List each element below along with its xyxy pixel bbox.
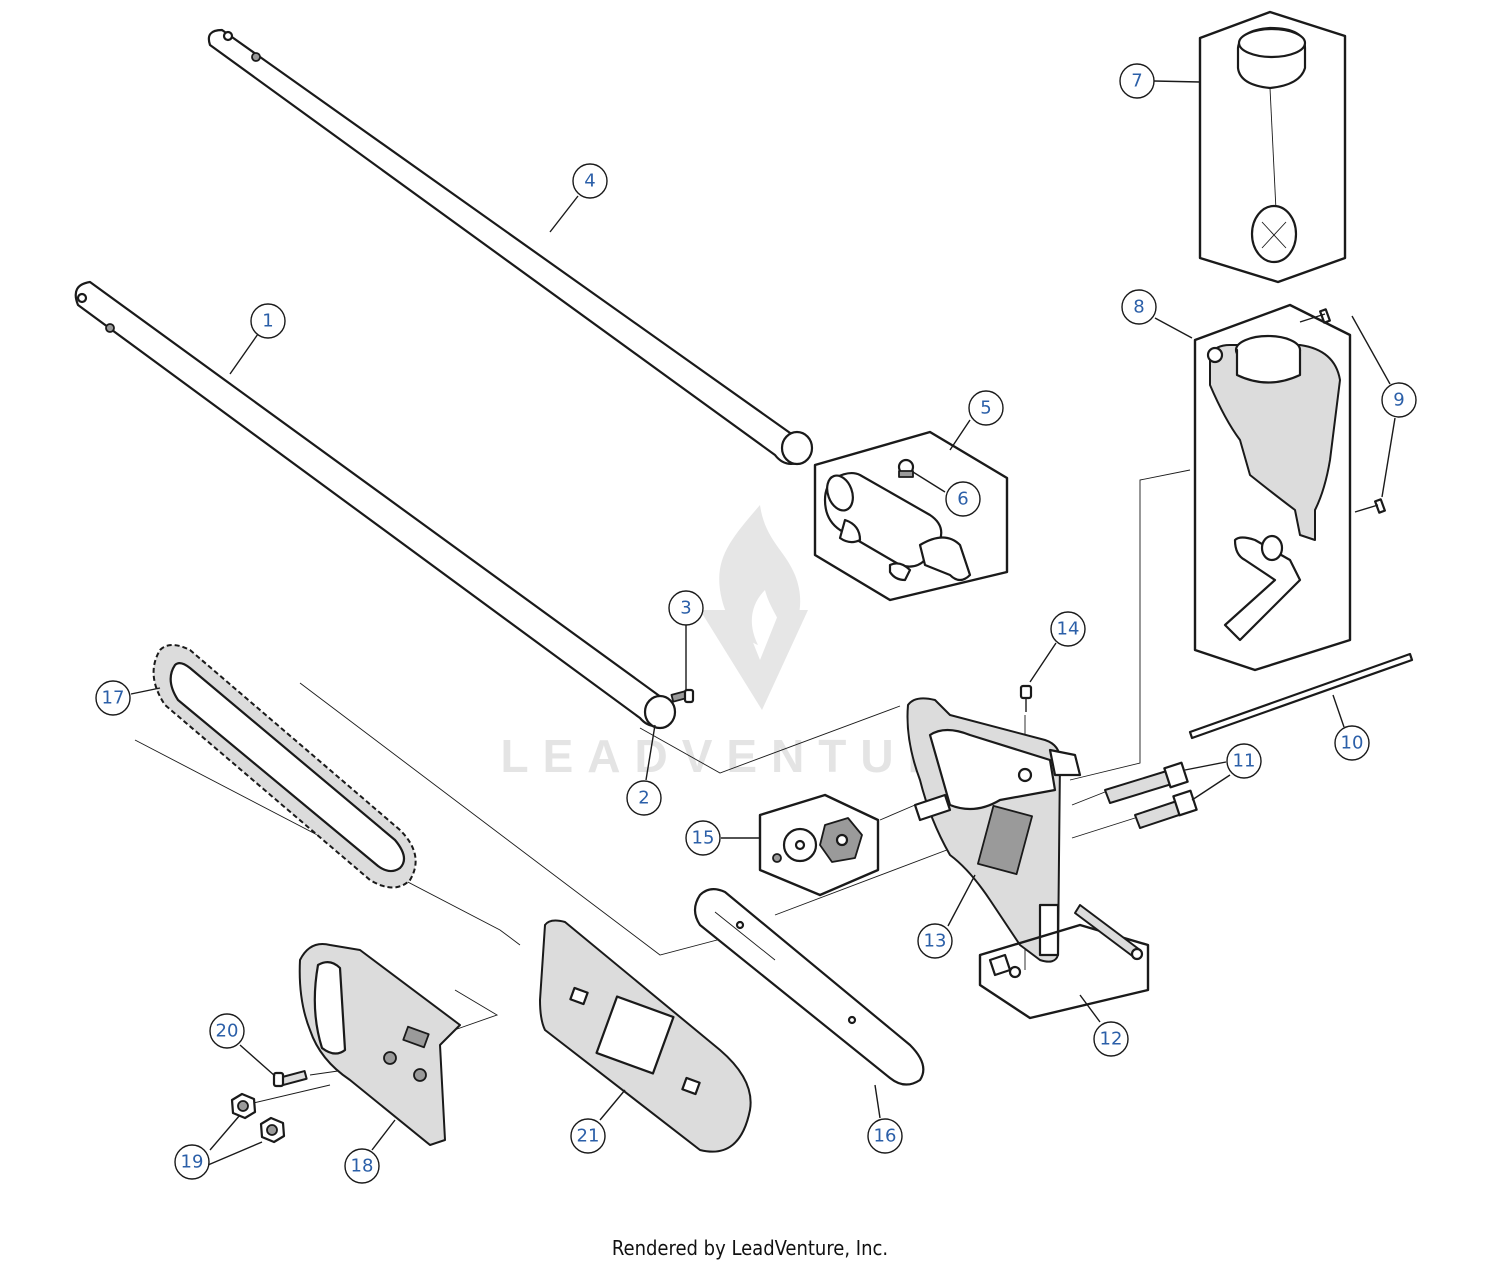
callout-number: 7 (1131, 71, 1142, 92)
callout-20: 20 (209, 1013, 245, 1049)
callout-8: 8 (1121, 289, 1157, 325)
nuts-part-19 (230, 1092, 286, 1144)
callout-number: 14 (1057, 619, 1080, 640)
callout-number: 19 (181, 1152, 204, 1173)
callout-16: 16 (867, 1118, 903, 1154)
callout-circle (867, 1118, 903, 1154)
upper-shaft-tube (207, 28, 814, 466)
callout-circle (945, 481, 981, 517)
callout-circle (174, 1144, 210, 1180)
callout-15: 15 (685, 820, 721, 856)
bolts-part-11 (1104, 761, 1198, 829)
screw-part-14 (1019, 684, 1033, 712)
callout-number: 13 (924, 931, 947, 952)
screws-part-9 (1299, 308, 1386, 514)
callout-number: 8 (1133, 297, 1144, 318)
callout-number: 12 (1100, 1029, 1123, 1050)
callout-circle (1119, 63, 1155, 99)
callout-14: 14 (1050, 611, 1086, 647)
guide-bar-part-16 (693, 888, 925, 1086)
callout-10: 10 (1334, 725, 1370, 761)
sprocket-box-part-15 (758, 793, 880, 897)
saw-chain-part-17 (152, 644, 417, 889)
knob-part-6 (897, 458, 915, 478)
callout-11: 11 (1226, 743, 1262, 779)
callout-number: 18 (351, 1156, 374, 1177)
callout-6: 6 (945, 481, 981, 517)
callout-circle (572, 163, 608, 199)
callout-circle (968, 390, 1004, 426)
callout-circle (1226, 743, 1262, 779)
callout-number: 2 (638, 788, 649, 809)
callout-circle (1381, 382, 1417, 418)
callout-number: 15 (692, 828, 715, 849)
callout-circle (1050, 611, 1086, 647)
callout-3: 3 (668, 590, 704, 626)
watermark: LEADVENTURE (500, 505, 999, 782)
callout-number: 1 (262, 311, 273, 332)
callout-17: 17 (95, 680, 131, 716)
bar-cover-part-21 (539, 919, 752, 1153)
screw-part-20 (272, 1070, 308, 1088)
callout-18: 18 (344, 1148, 380, 1184)
callout-circle (209, 1013, 245, 1049)
callout-circle (685, 820, 721, 856)
callout-number: 9 (1393, 390, 1404, 411)
callout-number: 4 (584, 171, 595, 192)
callout-number: 10 (1341, 733, 1364, 754)
callout-circle (1093, 1021, 1129, 1057)
footer-credit: Rendered by LeadVenture, Inc. (611, 1236, 889, 1260)
screw-part-3 (670, 688, 695, 704)
callout-5: 5 (968, 390, 1004, 426)
oil-cap-box (1198, 10, 1347, 284)
callout-number: 17 (102, 688, 125, 709)
callout-circle (250, 303, 286, 339)
callout-number: 5 (980, 398, 991, 419)
callout-number: 21 (577, 1126, 600, 1147)
callout-circle (917, 923, 953, 959)
callout-1: 1 (250, 303, 286, 339)
callout-number: 6 (957, 489, 968, 510)
callout-number: 3 (680, 598, 691, 619)
coupler-box (813, 430, 1009, 602)
callout-circle (626, 780, 662, 816)
lower-shaft-tube (74, 280, 677, 730)
adjuster-box-part-12 (978, 904, 1150, 1020)
gear-housing-part-13 (906, 697, 1082, 963)
callout-circle (344, 1148, 380, 1184)
watermark-text: LEADVENTURE (500, 730, 999, 782)
callout-4: 4 (572, 163, 608, 199)
callout-number: 16 (874, 1126, 897, 1147)
oil-tank-box (1193, 303, 1352, 672)
callout-12: 12 (1093, 1021, 1129, 1057)
sprocket-cover-part-18 (298, 943, 461, 1146)
callout-number: 20 (216, 1021, 239, 1042)
rod-part-10 (1188, 652, 1414, 740)
callout-7: 7 (1119, 63, 1155, 99)
callout-circle (95, 680, 131, 716)
callout-circle (1121, 289, 1157, 325)
callout-9: 9 (1381, 382, 1417, 418)
callout-circle (1334, 725, 1370, 761)
callout-circle (570, 1118, 606, 1154)
callout-2: 2 (626, 780, 662, 816)
callout-number: 11 (1233, 751, 1256, 772)
callout-circle (668, 590, 704, 626)
callout-13: 13 (917, 923, 953, 959)
callout-19: 19 (174, 1144, 210, 1180)
callout-21: 21 (570, 1118, 606, 1154)
watermark-v-icon (700, 610, 808, 710)
callout-leaders (130, 80, 1396, 1166)
